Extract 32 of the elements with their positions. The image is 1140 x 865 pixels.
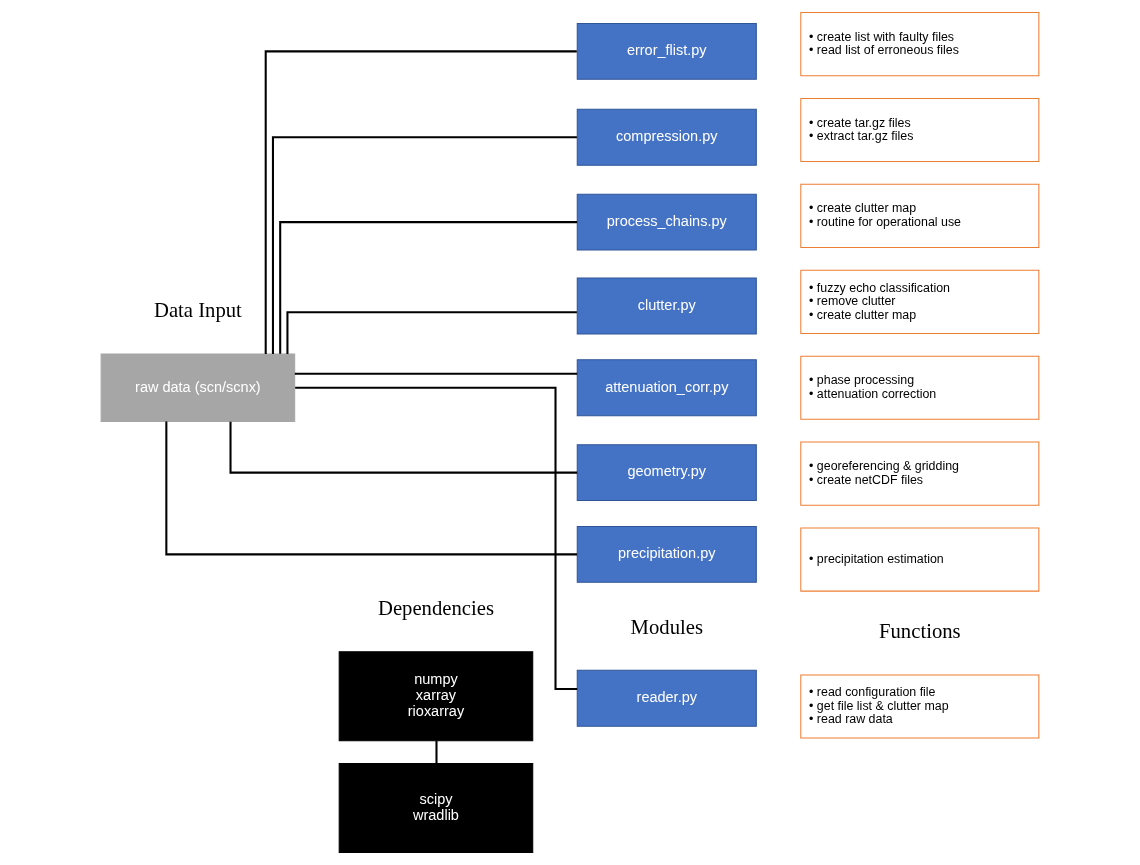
connector: [165, 421, 577, 556]
label: Dependencies: [377, 597, 494, 620]
node-box: • fuzzy echo classification • remove clutter • create clutter map: [800, 269, 1040, 334]
connector: [435, 741, 438, 764]
node-box: • phase processing • attenuation correction: [800, 355, 1040, 420]
node-box: geometry.py: [576, 444, 757, 502]
node-box: process_chains.py: [576, 193, 757, 251]
node-box: • create list with faulty files • read list of erroneous files: [800, 12, 1040, 77]
connector: [229, 421, 578, 474]
label: Modules: [630, 616, 703, 639]
node-box: • create tar.gz files • extract tar.gz files: [800, 97, 1040, 163]
connector: [294, 372, 578, 375]
node-box: compression.py: [576, 108, 757, 166]
node-box: • read configuration file • get file list & clutter map • read raw data: [800, 674, 1040, 739]
label: Functions: [879, 620, 961, 643]
label: Data Input: [153, 299, 242, 322]
node-box: precipitation.py: [576, 525, 757, 583]
node-box: raw data (scn/scnx): [100, 353, 296, 422]
connector: [279, 221, 578, 354]
node-box: • georeferencing & gridding • create netCDF files: [800, 441, 1040, 506]
node-box: error_flist.py: [576, 22, 757, 80]
node-box: attenuation_corr.py: [576, 359, 757, 417]
node-box: reader.py: [576, 669, 757, 727]
connector: [264, 50, 577, 354]
node-box: numpy xarray rioxarray: [338, 651, 534, 742]
node-box: clutter.py: [576, 277, 757, 335]
connector: [286, 311, 577, 354]
connector: [271, 136, 577, 354]
connector: [295, 386, 578, 690]
node-box: • precipitation estimation: [800, 527, 1040, 592]
node-box: • create clutter map • routine for operational use: [800, 183, 1040, 248]
node-box: scipy wradlib: [338, 762, 534, 853]
